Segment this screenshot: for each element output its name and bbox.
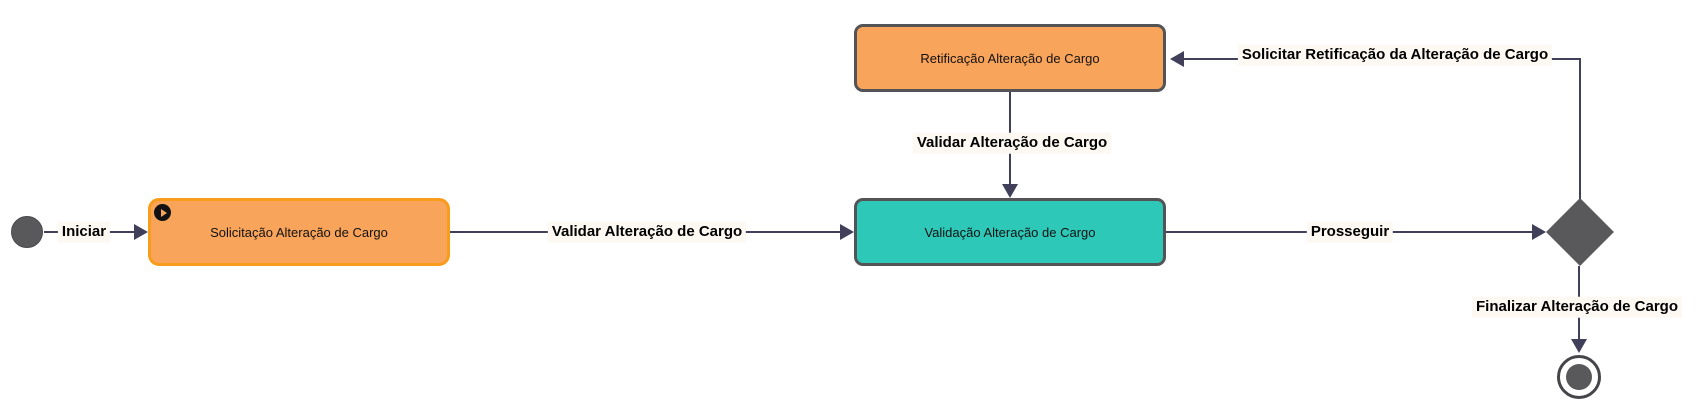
edge-label-iniciar[interactable]: Iniciar	[57, 221, 111, 243]
arrowhead-icon	[1002, 184, 1018, 198]
edge-label-solicitar-retificacao[interactable]: Solicitar Retificação da Alteração de Ca…	[1237, 44, 1553, 66]
edge-label-validar-1[interactable]: Validar Alteração de Cargo	[547, 221, 747, 243]
task-solicitacao-alteracao-de-cargo[interactable]: Solicitação Alteração de Cargo	[148, 198, 450, 266]
end-event-node[interactable]	[1557, 355, 1601, 399]
edge-label-validar-2[interactable]: Validar Alteração de Cargo	[912, 132, 1112, 154]
task-retificacao-alteracao-de-cargo[interactable]: Retificação Alteração de Cargo	[854, 24, 1166, 92]
end-event-inner-circle	[1566, 364, 1592, 390]
task-label: Validação Alteração de Cargo	[924, 224, 1096, 240]
arrowhead-icon	[1532, 224, 1546, 240]
edge-label-finalizar[interactable]: Finalizar Alteração de Cargo	[1471, 296, 1683, 318]
edge-line-solicitar-retificacao-vertical	[1579, 58, 1581, 200]
arrowhead-icon	[1571, 339, 1587, 353]
start-event-node[interactable]	[11, 216, 43, 248]
decision-gateway-node[interactable]	[1546, 198, 1614, 266]
edge-label-prosseguir[interactable]: Prosseguir	[1306, 221, 1394, 243]
task-label: Retificação Alteração de Cargo	[920, 50, 1100, 66]
task-label: Solicitação Alteração de Cargo	[210, 224, 388, 240]
arrowhead-icon	[840, 224, 854, 240]
arrowhead-icon	[1170, 51, 1184, 67]
task-validacao-alteracao-de-cargo[interactable]: Validação Alteração de Cargo	[854, 198, 1166, 266]
arrowhead-icon	[134, 224, 148, 240]
play-circle-icon	[154, 204, 171, 221]
